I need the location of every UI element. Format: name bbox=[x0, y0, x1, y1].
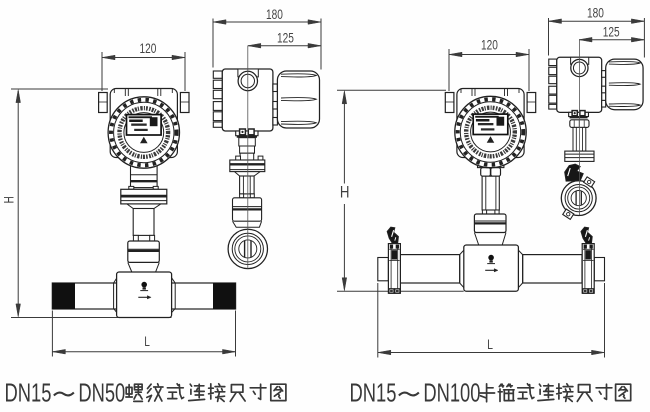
svg-text:L: L bbox=[144, 334, 150, 350]
svg-text:H: H bbox=[340, 183, 350, 202]
svg-text:180: 180 bbox=[587, 5, 604, 21]
svg-text:120: 120 bbox=[481, 37, 498, 53]
svg-text:DN100: DN100 bbox=[423, 378, 480, 407]
svg-text:180: 180 bbox=[266, 6, 283, 22]
svg-text:120: 120 bbox=[140, 41, 157, 57]
svg-text:H: H bbox=[1, 196, 17, 203]
svg-text:125: 125 bbox=[277, 30, 294, 46]
svg-text:L: L bbox=[487, 337, 493, 353]
svg-text:DN15: DN15 bbox=[5, 378, 52, 407]
svg-text:DN50: DN50 bbox=[78, 378, 125, 407]
svg-text:DN15: DN15 bbox=[350, 378, 397, 407]
svg-text:125: 125 bbox=[603, 24, 620, 40]
